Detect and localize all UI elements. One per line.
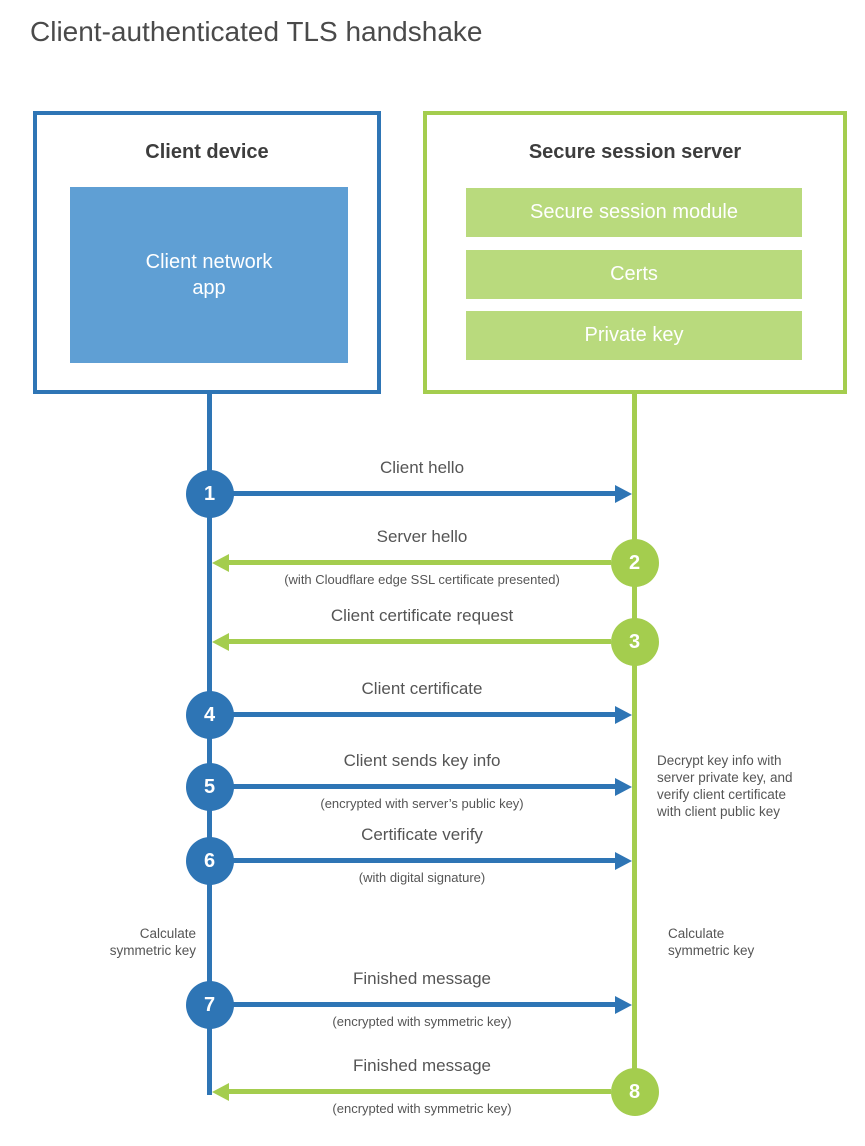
client-network-app-box: Client network app bbox=[70, 187, 348, 363]
step-6-arrowhead-right bbox=[615, 852, 632, 870]
step-4-label: Client certificate bbox=[361, 679, 483, 698]
step-2-sublabel: (with Cloudflare edge SSL certificate pr… bbox=[284, 572, 560, 587]
step-5-arrow bbox=[233, 784, 616, 789]
step-6-arrow bbox=[233, 858, 616, 863]
step-2-arrow bbox=[228, 560, 611, 565]
step-8-label: Finished message bbox=[353, 1056, 491, 1075]
client-lifeline bbox=[207, 394, 212, 1095]
step-2-badge: 2 bbox=[610, 539, 659, 587]
step-6-badge: 6 bbox=[185, 837, 234, 885]
step-7-label: Finished message bbox=[353, 969, 491, 988]
step-1-label: Client hello bbox=[379, 458, 465, 477]
step-5-label: Client sends key info bbox=[343, 751, 501, 770]
step-3-label: Client certificate request bbox=[330, 606, 514, 625]
step-4-badge: 4 bbox=[185, 691, 234, 739]
step-7-sublabel: (encrypted with symmetric key) bbox=[332, 1014, 512, 1029]
step-6-label: Certificate verify bbox=[361, 825, 483, 844]
step-5-badge: 5 bbox=[185, 763, 234, 811]
calculate-symmetric-key-note-server: Calculate symmetric key bbox=[668, 926, 755, 958]
page-title: Client-authenticated TLS handshake bbox=[30, 16, 483, 47]
step-3-arrow bbox=[228, 639, 611, 644]
calculate-symmetric-key-note-client: Calculate symmetric key bbox=[109, 926, 196, 958]
server-lifeline bbox=[632, 394, 637, 1095]
step-8-arrowhead-left bbox=[212, 1083, 229, 1101]
secure-session-server-box: Secure session server Secure session mod… bbox=[423, 111, 847, 394]
step-7-badge: 7 bbox=[185, 981, 234, 1029]
server-module-certs: Certs bbox=[466, 250, 802, 299]
step-4-arrow bbox=[233, 712, 616, 717]
decrypt-key-info-note: Decrypt key info with server private key… bbox=[657, 753, 793, 819]
step-7-arrowhead-right bbox=[615, 996, 632, 1014]
step-5-arrowhead-right bbox=[615, 778, 632, 796]
server-module-private-key: Private key bbox=[466, 311, 802, 360]
step-3-arrowhead-left bbox=[212, 633, 229, 651]
step-3-badge: 3 bbox=[610, 618, 659, 666]
step-1-arrow bbox=[233, 491, 616, 496]
step-7-arrow bbox=[233, 1002, 616, 1007]
step-4-arrowhead-right bbox=[615, 706, 632, 724]
step-8-badge: 8 bbox=[610, 1068, 659, 1116]
step-2-arrowhead-left bbox=[212, 554, 229, 572]
step-5-sublabel: (encrypted with server’s public key) bbox=[320, 796, 524, 811]
step-1-badge: 1 bbox=[185, 470, 234, 518]
client-device-title: Client device bbox=[145, 141, 269, 163]
secure-session-server-title: Secure session server bbox=[528, 141, 742, 163]
step-8-sublabel: (encrypted with symmetric key) bbox=[332, 1101, 512, 1116]
step-6-sublabel: (with digital signature) bbox=[358, 870, 486, 885]
step-2-label: Server hello bbox=[376, 527, 468, 546]
client-device-box: Client device Client network app bbox=[33, 111, 381, 394]
server-module-secure-session-module: Secure session module bbox=[466, 188, 802, 237]
step-8-arrow bbox=[228, 1089, 611, 1094]
step-1-arrowhead-right bbox=[615, 485, 632, 503]
